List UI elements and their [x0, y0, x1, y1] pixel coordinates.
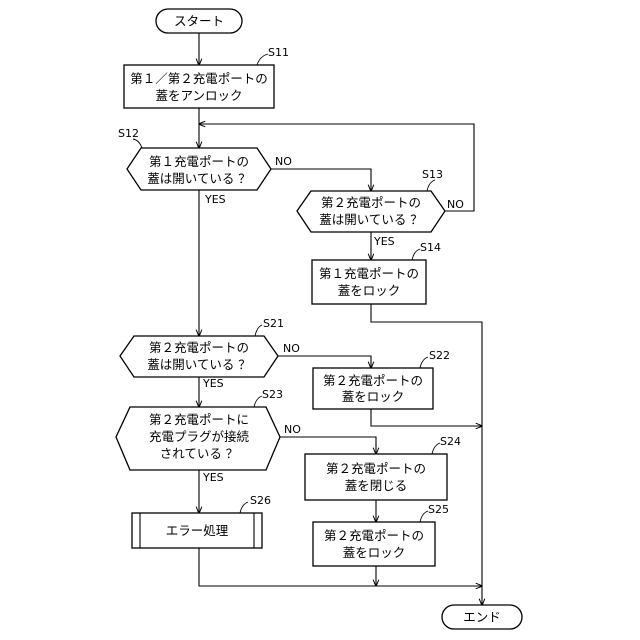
s21-text-line2: 蓋は開いている ？: [147, 357, 251, 372]
s24-text-line2: 蓋を閉じる: [345, 478, 408, 493]
s21-text-line1: 第２充電ポートの: [149, 340, 249, 355]
end-label: エンド: [463, 610, 501, 625]
process-s24: 第２充電ポートの 蓋を閉じる S24: [305, 435, 461, 500]
process-s22: 第２充電ポートの 蓋をロック S22: [313, 349, 450, 409]
process-s25: 第２充電ポートの 蓋をロック S25: [313, 503, 449, 566]
s14-leader: [412, 249, 420, 260]
s11-text-line1: 第１／第２充電ポートの: [130, 71, 268, 86]
s23-text-line2: 充電プラグが接続: [149, 429, 250, 444]
s21-no-label: NO: [283, 342, 300, 355]
s12-yes-label: YES: [204, 193, 226, 206]
s12-no-label: NO: [275, 155, 292, 168]
s13-text-line2: 蓋は開いている ？: [319, 212, 423, 227]
s21-leader: [255, 325, 262, 336]
s23-leader: [254, 396, 262, 407]
s21-step-id: S21: [263, 317, 284, 330]
process-s11: 第１／第２充電ポートの 蓋をアンロック S11: [124, 46, 289, 108]
process-s14: 第１充電ポートの 蓋をロック S14: [312, 241, 441, 304]
s11-step-id: S11: [268, 46, 289, 59]
edge-s22-merge: [371, 409, 482, 426]
s26-text: エラー処理: [166, 523, 229, 538]
start-label: スタート: [174, 14, 224, 29]
s13-no-label: NO: [447, 198, 464, 211]
decision-s12: 第１充電ポートの 蓋は開いている ？ S12: [118, 127, 271, 190]
s22-leader: [420, 357, 428, 368]
s23-yes-label: YES: [202, 471, 224, 484]
s25-step-id: S25: [428, 503, 449, 516]
s11-text-line2: 蓋をアンロック: [155, 88, 242, 103]
s14-text-line1: 第１充電ポートの: [319, 266, 419, 281]
start-terminal: スタート: [156, 9, 242, 33]
s23-text-line3: されている ？: [160, 446, 239, 461]
edge-s23-s24-no: [280, 437, 376, 454]
s26-leader: [240, 502, 248, 513]
predefined-process-s26: エラー処理 S26: [132, 494, 271, 548]
s25-leader: [420, 511, 428, 522]
s12-text-line1: 第１充電ポートの: [149, 154, 249, 169]
s23-no-label: NO: [284, 423, 301, 436]
edge-s12-s13-no: [271, 169, 371, 191]
s13-leader: [427, 180, 435, 191]
s13-text-line1: 第２充電ポートの: [321, 195, 421, 210]
s14-step-id: S14: [420, 241, 441, 254]
s22-step-id: S22: [429, 349, 450, 362]
s25-text-line2: 蓋をロック: [343, 545, 406, 560]
end-terminal: エンド: [442, 605, 522, 629]
s23-step-id: S23: [262, 388, 283, 401]
s24-text-line1: 第２充電ポートの: [326, 461, 426, 476]
s12-leader: [133, 139, 142, 148]
s13-yes-label: YES: [373, 235, 395, 248]
s14-text-line2: 蓋をロック: [338, 283, 401, 298]
s12-step-id: S12: [118, 127, 139, 140]
s13-step-id: S13: [422, 168, 443, 181]
s26-step-id: S26: [250, 494, 271, 507]
s25-text-line1: 第２充電ポートの: [324, 528, 424, 543]
s24-leader: [432, 443, 440, 454]
decision-s21: 第２充電ポートの 蓋は開いている ？ S21: [120, 317, 284, 377]
s21-yes-label: YES: [202, 377, 224, 390]
edge-s21-s22-no: [278, 356, 371, 368]
s11-leader: [257, 54, 268, 65]
s24-step-id: S24: [440, 435, 461, 448]
s22-text-line2: 蓋をロック: [342, 389, 405, 404]
s23-text-line1: 第２充電ポートに: [149, 412, 249, 427]
s12-text-line2: 蓋は開いている ？: [147, 171, 251, 186]
s22-text-line1: 第２充電ポートの: [323, 373, 423, 388]
